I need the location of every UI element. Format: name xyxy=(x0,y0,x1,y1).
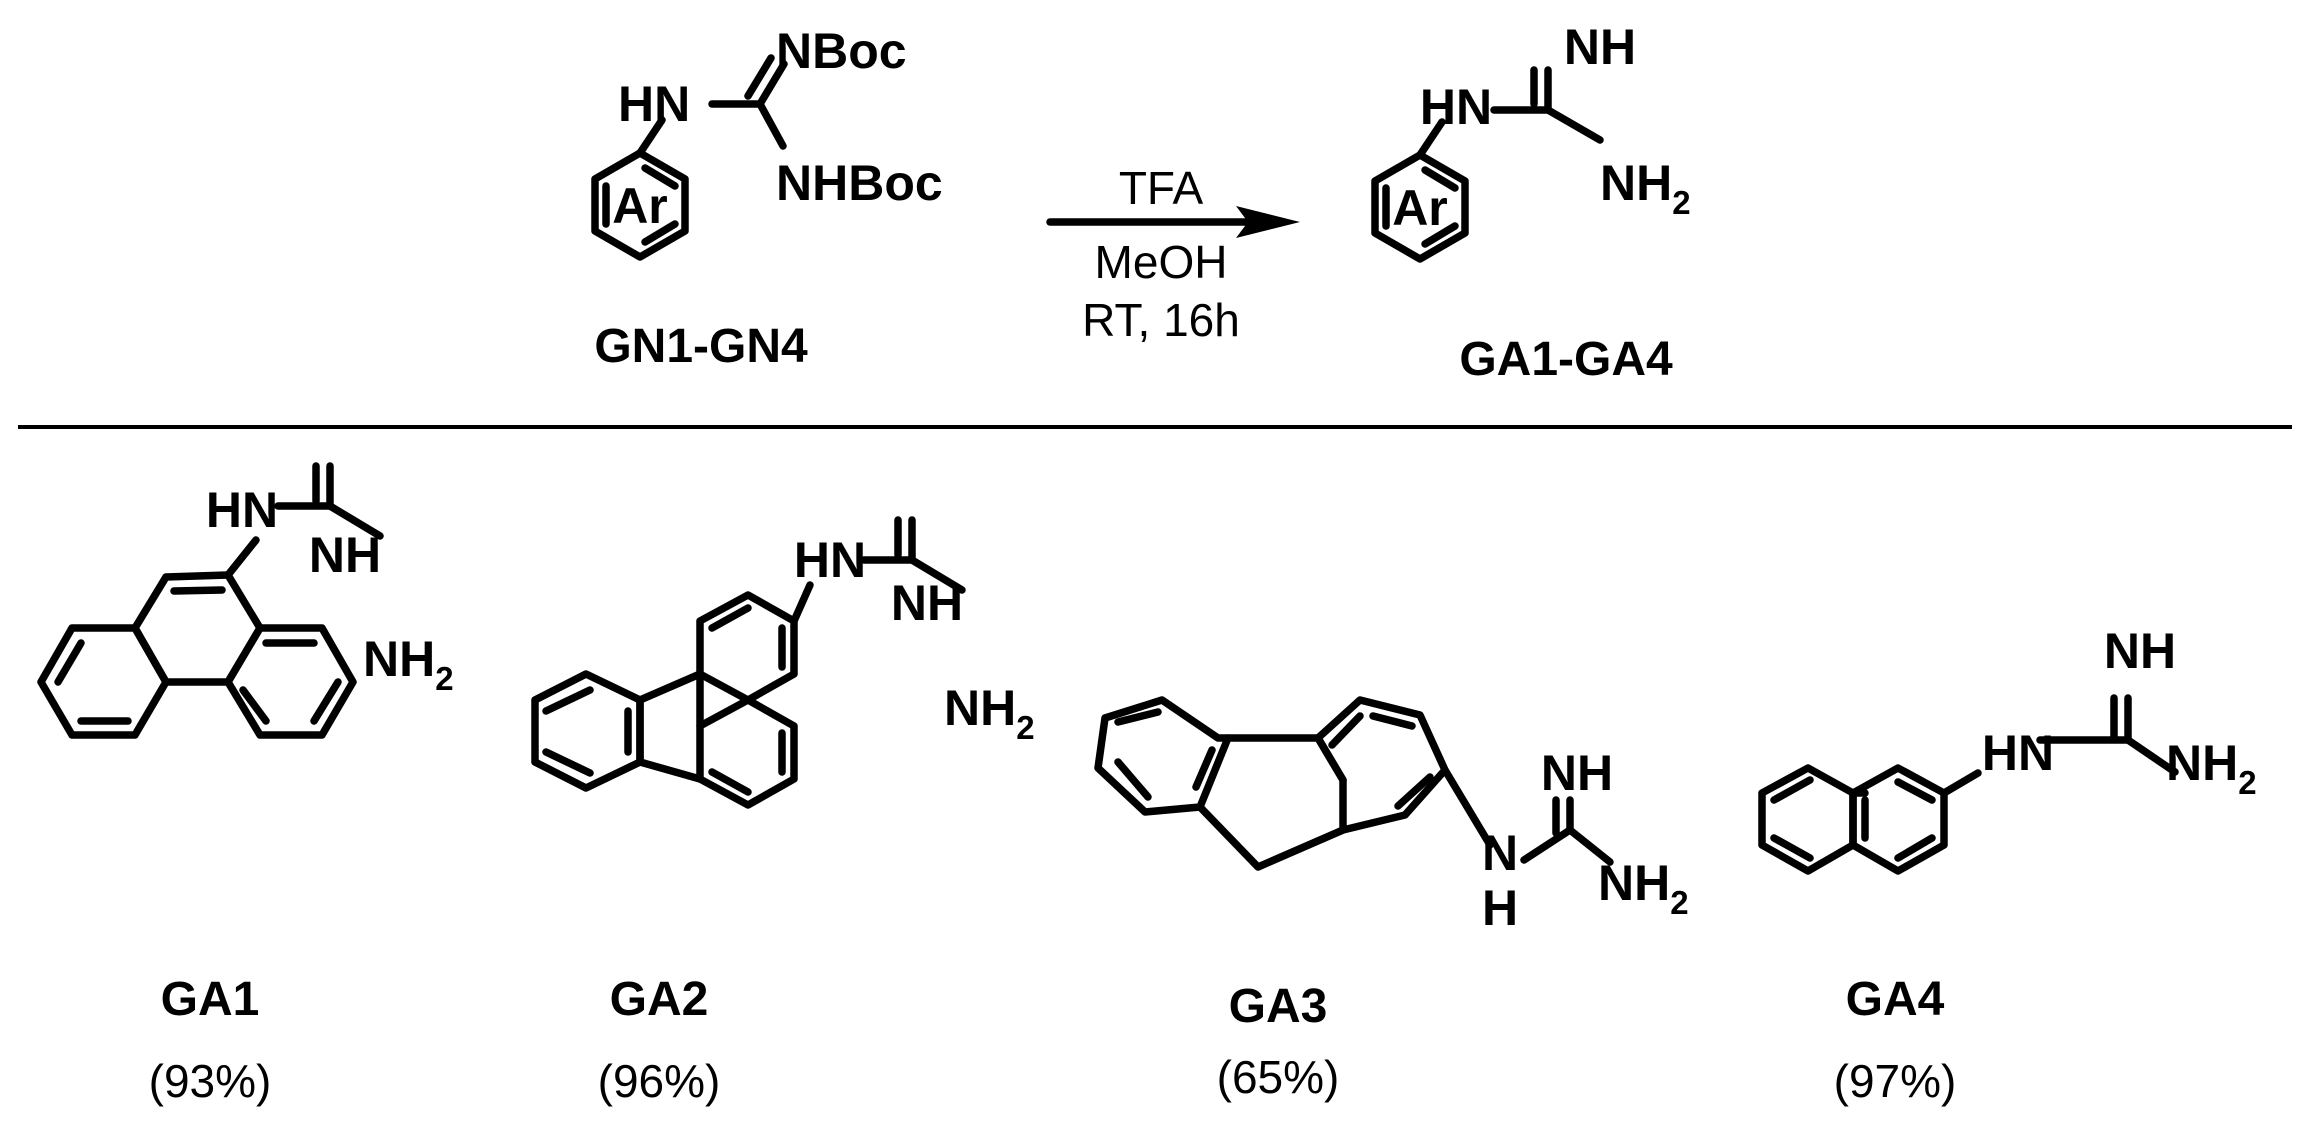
compound-ga1-structure xyxy=(37,462,384,739)
ga1-name: GA1 xyxy=(161,973,260,1026)
ga3-h-label: H xyxy=(1482,880,1518,936)
ga1-hn-label: HN xyxy=(206,482,278,538)
product-label: GA1-GA4 xyxy=(1459,333,1673,386)
ga4-hn-label: HN xyxy=(1982,725,2054,781)
reactant-nhboc-label: NHBoc xyxy=(776,155,943,211)
ga2-yield: (96%) xyxy=(598,1055,721,1107)
ga3-name: GA3 xyxy=(1229,980,1328,1033)
ga3-nh-label: NH xyxy=(1541,745,1613,801)
reaction-arrow xyxy=(1046,206,1300,238)
ga4-name: GA4 xyxy=(1846,973,1945,1026)
compound-ga2-structure xyxy=(531,516,966,809)
product-structure: HN NH NH2 Ar xyxy=(1371,19,1691,263)
condition-temp-time: RT, 16h xyxy=(1082,294,1240,346)
compound-ga4-structure xyxy=(1758,694,2179,875)
reactant-structure: HN NBoc NHBoc Ar xyxy=(591,23,943,261)
ga2-name: GA2 xyxy=(610,973,709,1026)
product-aryl-ring xyxy=(1371,151,1469,263)
product-hn-label: HN xyxy=(1420,79,1492,135)
product-nh-label: NH xyxy=(1564,19,1636,75)
condition-solvent: MeOH xyxy=(1095,236,1228,288)
ga4-nh2-label: NH2 xyxy=(2166,735,2257,801)
condition-reagent: TFA xyxy=(1119,162,1204,214)
reactant-aryl-ring xyxy=(591,149,689,261)
ga3-nh2-label: NH2 xyxy=(1598,855,1689,921)
compound-ga3-structure xyxy=(1094,696,1614,871)
ga2-nh-label: NH xyxy=(891,575,963,631)
ga1-nh2-label: NH2 xyxy=(363,631,454,697)
ga1-yield: (93%) xyxy=(149,1055,272,1107)
reactant-hn-label: HN xyxy=(618,76,690,132)
arrow-head xyxy=(1236,206,1300,238)
ga3-n-label: N xyxy=(1482,825,1518,881)
reactant-ar-label: Ar xyxy=(612,178,668,234)
reactant-label: GN1-GN4 xyxy=(594,320,808,373)
ga2-nh2-label: NH2 xyxy=(944,680,1035,746)
ga2-hn-label: HN xyxy=(794,532,866,588)
ga4-yield: (97%) xyxy=(1834,1055,1957,1107)
ga4-nh-label: NH xyxy=(2104,623,2176,679)
product-nh2-label: NH2 xyxy=(1600,155,1691,221)
reactant-nboc-label: NBoc xyxy=(776,23,907,79)
ga1-nh-label: NH xyxy=(309,527,381,583)
ga3-yield: (65%) xyxy=(1217,1051,1340,1103)
product-ar-label: Ar xyxy=(1392,180,1448,236)
